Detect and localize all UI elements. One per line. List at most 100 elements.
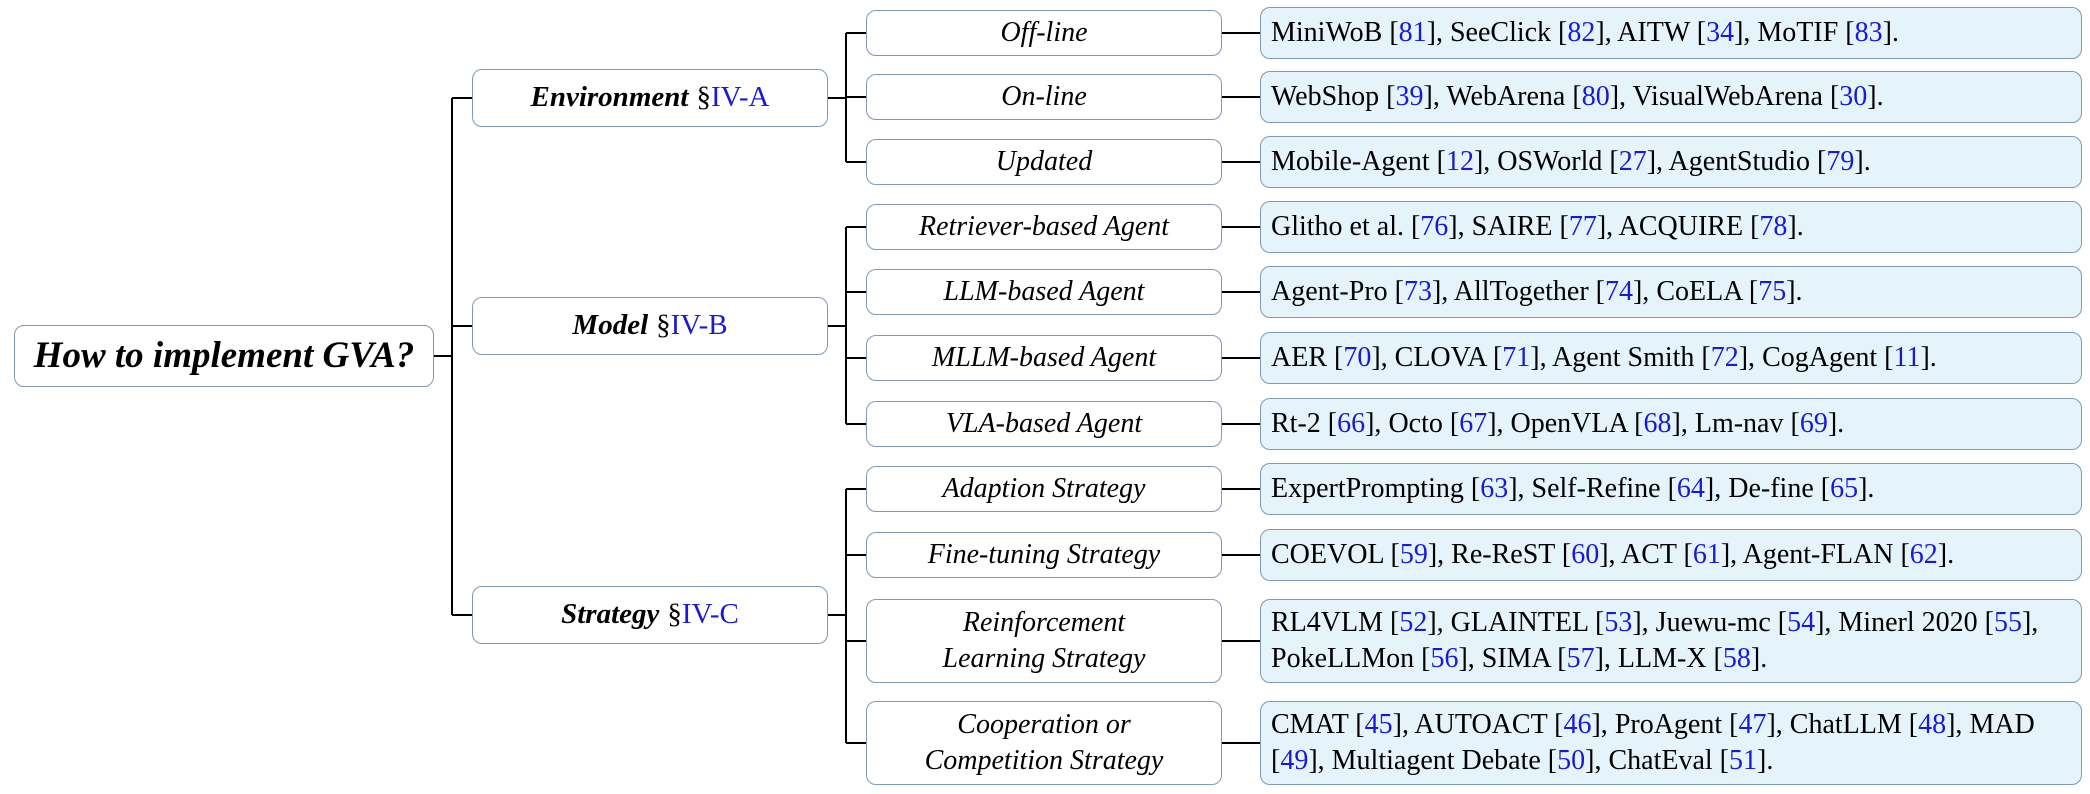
section-symbol: §	[667, 598, 682, 631]
leaf-text: COEVOL [59], Re-ReST [60], ACT [61], Age…	[1271, 538, 1955, 570]
citation-link[interactable]: 46	[1563, 708, 1592, 740]
citation-link[interactable]: 69	[1799, 407, 1828, 439]
section-symbol: §	[656, 309, 671, 342]
citation-link[interactable]: 71	[1502, 341, 1531, 373]
reference-name: Minerl 2020 [	[1838, 606, 1994, 638]
reference-name: Mobile-Agent [	[1271, 145, 1446, 177]
leaf-text: AER [70], CLOVA [71], Agent Smith [72], …	[1271, 341, 1937, 373]
reference-name: MoTIF [	[1757, 16, 1855, 48]
leaf-text: Rt-2 [66], Octo [67], OpenVLA [68], Lm-n…	[1271, 407, 1845, 439]
citation-link[interactable]: 45	[1364, 708, 1393, 740]
citation-link[interactable]: 74	[1604, 275, 1633, 307]
section-ref-link: IV-B	[670, 309, 728, 342]
citation-link[interactable]: 50	[1557, 745, 1586, 776]
citation-link[interactable]: 82	[1567, 16, 1596, 48]
reference-name: Agent-Pro [	[1271, 275, 1404, 307]
citation-link[interactable]: 52	[1399, 606, 1428, 638]
subcategory-label: VLA-based Agent	[945, 407, 1143, 439]
section-reference: §IV-B	[656, 307, 727, 345]
citation-link[interactable]: 61	[1692, 538, 1721, 570]
reference-name: VisualWebArena [	[1632, 80, 1840, 112]
citation-link[interactable]: 68	[1643, 407, 1672, 439]
citation-link[interactable]: 39	[1395, 80, 1424, 112]
citation-link[interactable]: 66	[1337, 407, 1366, 439]
section-symbol: §	[696, 81, 711, 114]
citation-link[interactable]: 72	[1710, 341, 1739, 373]
category-label: Strategy	[561, 598, 660, 631]
citation-link[interactable]: 78	[1759, 210, 1788, 242]
root-node: How to implement GVA?	[14, 325, 434, 387]
subcategory-adaption-strategy: Adaption Strategy	[866, 466, 1222, 512]
citation-link[interactable]: 55	[1993, 606, 2022, 638]
reference-name: MiniWoB [	[1271, 16, 1399, 48]
citation-link[interactable]: 59	[1399, 538, 1428, 570]
citation-link[interactable]: 76	[1420, 210, 1449, 242]
citation-link[interactable]: 65	[1830, 472, 1859, 504]
reference-name: ACT [	[1620, 538, 1693, 570]
reference-name: AITW [	[1617, 16, 1707, 48]
reference-name: ProAgent [	[1614, 708, 1739, 740]
citation-link[interactable]: 47	[1738, 708, 1767, 740]
citation-link[interactable]: 79	[1826, 145, 1855, 177]
citation-link[interactable]: 56	[1430, 643, 1459, 674]
reference-name: Multiagent Debate [	[1331, 745, 1558, 776]
citation-link[interactable]: 77	[1568, 210, 1597, 242]
subcategory-label: LLM-based Agent	[943, 275, 1145, 307]
citation-link[interactable]: 34	[1706, 16, 1735, 48]
citation-link[interactable]: 60	[1571, 538, 1600, 570]
leaf-mllm-based-agent: AER [70], CLOVA [71], Agent Smith [72], …	[1260, 332, 2082, 384]
citation-link[interactable]: 75	[1758, 275, 1787, 307]
citation-link[interactable]: 67	[1459, 407, 1488, 439]
reference-name: ChatLLM [	[1789, 708, 1919, 740]
citation-link[interactable]: 62	[1909, 538, 1938, 570]
reference-name: LLM-X [	[1617, 643, 1723, 674]
subcategory-updated: Updated	[866, 139, 1222, 185]
leaf-llm-based-agent: Agent-Pro [73], AllTogether [74], CoELA …	[1260, 266, 2082, 318]
reference-name: AgentStudio [	[1668, 145, 1827, 177]
subcategory-label: MLLM-based Agent	[931, 341, 1157, 373]
leaf-text: Glitho et al. [76], SAIRE [77], ACQUIRE …	[1271, 210, 1804, 242]
citation-link[interactable]: 73	[1403, 275, 1432, 307]
citation-link[interactable]: 54	[1787, 606, 1816, 638]
subcategory-label: Retriever-based Agent	[918, 210, 1170, 242]
citation-link[interactable]: 83	[1854, 16, 1883, 48]
citation-link[interactable]: 11	[1893, 341, 1921, 373]
citation-link[interactable]: 64	[1676, 472, 1705, 504]
reference-name: MAD [	[1271, 708, 2035, 776]
reference-name: OSWorld [	[1497, 145, 1619, 177]
citation-link[interactable]: 48	[1918, 708, 1947, 740]
citation-link[interactable]: 12	[1445, 145, 1474, 177]
citation-link[interactable]: 63	[1480, 472, 1509, 504]
category-model: Model §IV-B	[472, 297, 828, 355]
leaf-text: Agent-Pro [73], AllTogether [74], CoELA …	[1271, 275, 1803, 307]
citation-link[interactable]: 49	[1280, 745, 1309, 776]
subcategory-mllm-based-agent: MLLM-based Agent	[866, 335, 1222, 381]
section-reference: §IV-C	[667, 596, 738, 634]
citation-link[interactable]: 80	[1581, 80, 1610, 112]
reference-name: SAIRE [	[1471, 210, 1569, 242]
subcategory-cooperation-or-competition-strategy: Cooperation or Competition Strategy	[866, 701, 1222, 785]
citation-link[interactable]: 30	[1839, 80, 1868, 112]
citation-link[interactable]: 57	[1566, 643, 1595, 674]
leaf-text: Mobile-Agent [12], OSWorld [27], AgentSt…	[1271, 145, 1871, 177]
citation-link[interactable]: 53	[1604, 606, 1633, 638]
reference-name: De-fine [	[1728, 472, 1831, 504]
citation-link[interactable]: 70	[1343, 341, 1372, 373]
reference-name: ChatEval [	[1608, 745, 1729, 776]
citation-link[interactable]: 58	[1722, 643, 1751, 674]
leaf-cooperation-or-competition-strategy: CMAT [45], AUTOACT [46], ProAgent [47], …	[1260, 701, 2082, 785]
leaf-text: ExpertPrompting [63], Self-Refine [64], …	[1271, 472, 1875, 504]
reference-name: Juewu-mc [	[1655, 606, 1788, 638]
citation-link[interactable]: 51	[1729, 745, 1757, 776]
reference-name: WebShop [	[1271, 80, 1396, 112]
reference-name: RL4VLM [	[1271, 606, 1400, 638]
reference-name: AER [	[1271, 341, 1344, 373]
reference-name: Rt-2 [	[1271, 407, 1338, 439]
leaf-vla-based-agent: Rt-2 [66], Octo [67], OpenVLA [68], Lm-n…	[1260, 398, 2082, 450]
reference-name: CLOVA [	[1394, 341, 1503, 373]
citation-link[interactable]: 81	[1398, 16, 1427, 48]
citation-link[interactable]: 27	[1618, 145, 1647, 177]
root-label: How to implement GVA?	[33, 334, 415, 376]
